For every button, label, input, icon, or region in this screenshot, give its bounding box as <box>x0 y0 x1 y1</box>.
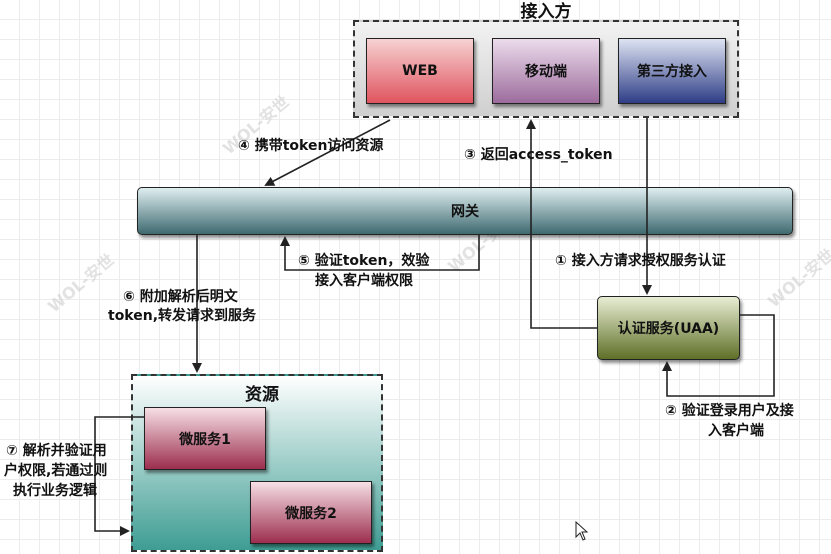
step4-arrow <box>264 119 391 186</box>
client-group-title: 接入方 <box>520 2 572 22</box>
microservice-2-box[interactable]: 微服务2 <box>250 481 372 544</box>
step7-label-line1: ⑦ 解析并验证用 <box>6 443 107 459</box>
step3-arrow <box>526 119 597 329</box>
step4-label: ④ 携带token访问资源 <box>238 138 384 154</box>
mobile-box[interactable]: 移动端 <box>492 38 600 104</box>
gateway-bar[interactable]: 网关 <box>137 187 793 235</box>
resource-group-title: 资源 <box>245 385 279 405</box>
step5-label-line2: 接入客户端权限 <box>315 273 413 289</box>
step2-label-line2: 入客户端 <box>708 423 764 439</box>
step6-label-line1: ⑥ 附加解析后明文 <box>123 289 238 305</box>
third-party-box[interactable]: 第三方接入 <box>618 38 726 104</box>
step6-label-line2: token,转发请求到服务 <box>108 308 257 324</box>
mouse-cursor-icon <box>575 521 589 541</box>
step3-label: ③ 返回access_token <box>464 147 613 163</box>
web-box[interactable]: WEB <box>366 38 474 104</box>
step7-arrow <box>94 416 144 536</box>
step5-label-line1: ⑤ 验证token，效验 <box>298 253 430 269</box>
step2-arrow <box>662 314 775 397</box>
step2-label-line1: ② 验证登录用户及接 <box>665 403 794 419</box>
step7-label-line3: 执行业务逻辑 <box>13 483 97 499</box>
step1-label: ① 接入方请求授权服务认证 <box>555 253 726 269</box>
step5-arrow <box>280 235 480 271</box>
step7-label-line2: 户权限,若通过则 <box>4 463 108 479</box>
uaa-box[interactable]: 认证服务(UAA) <box>597 296 740 360</box>
microservice-1-box[interactable]: 微服务1 <box>144 407 266 470</box>
